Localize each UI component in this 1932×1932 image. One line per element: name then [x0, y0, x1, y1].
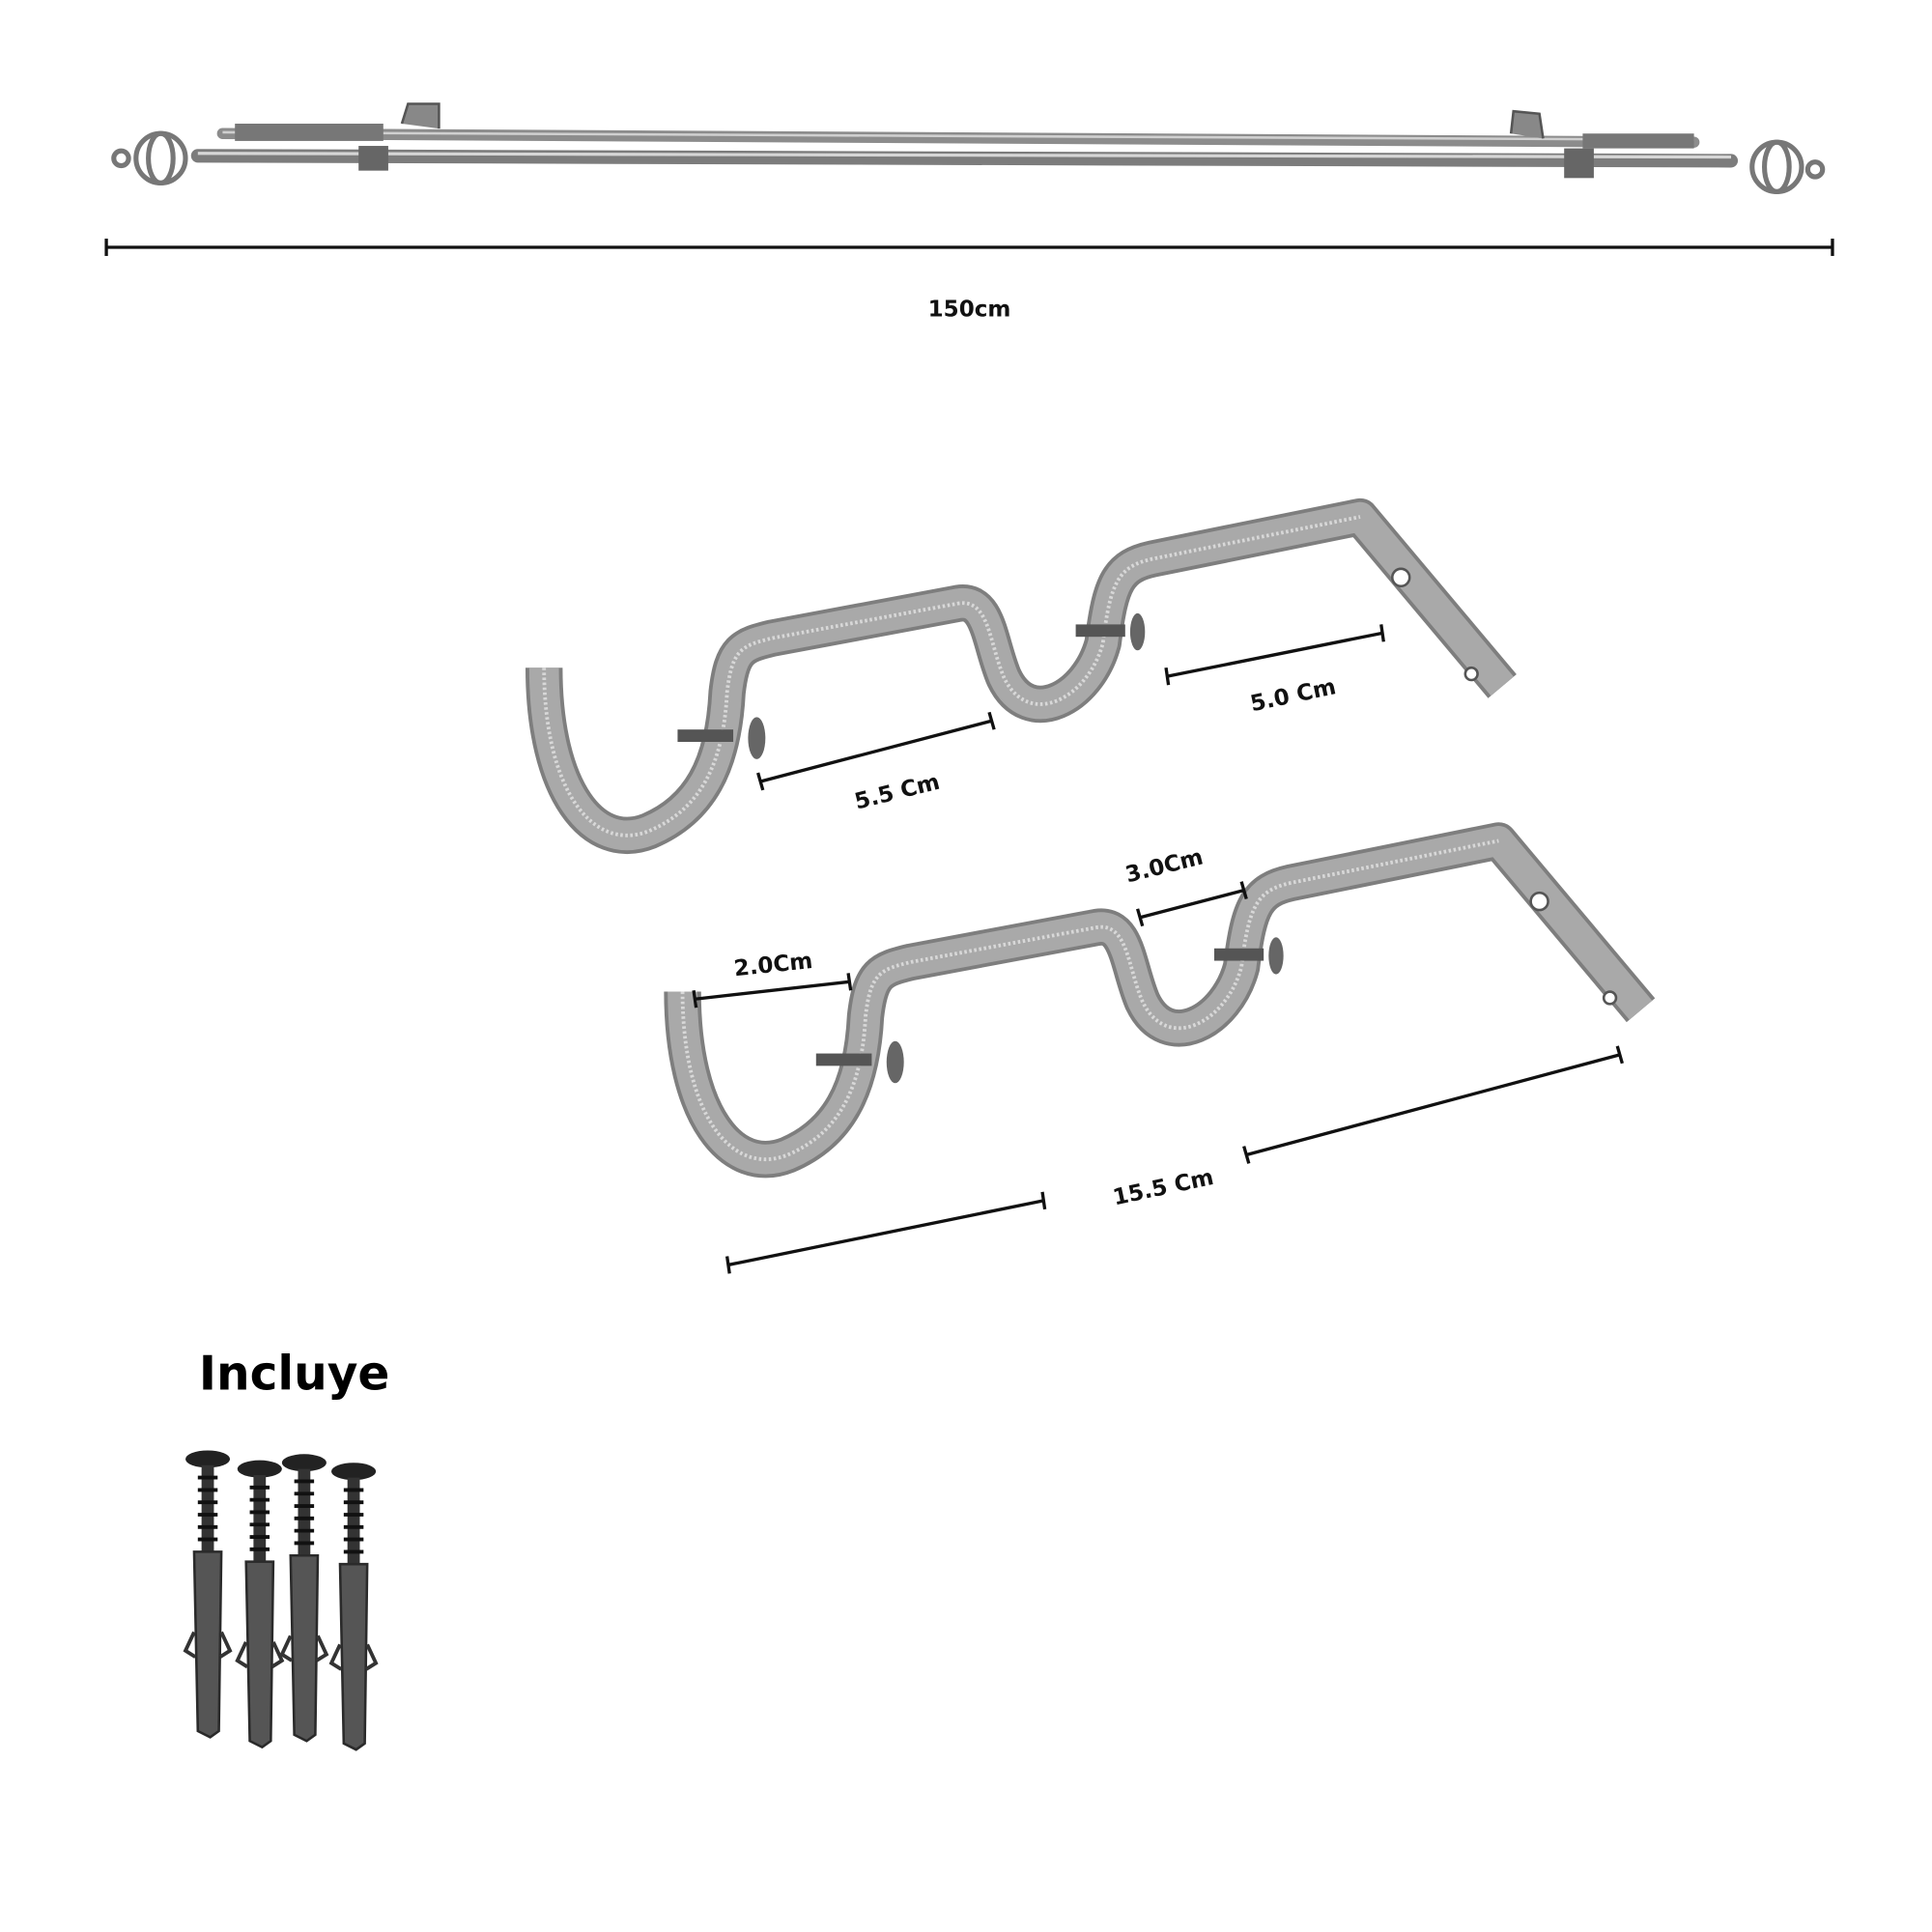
- dimension-label: 3.0Cm: [1123, 844, 1207, 888]
- double-bracket-top: 5.5 Cm 5.0 Cm: [525, 497, 1517, 854]
- set-screw-icon: [1075, 612, 1146, 651]
- dimension-5-5: 5.5 Cm: [756, 711, 996, 815]
- finial-left-icon: [111, 130, 188, 185]
- includes-title: Incluye: [199, 1348, 390, 1402]
- dimension-2-0: 2.0Cm: [692, 949, 853, 1009]
- rod-bracket-left: [400, 102, 440, 129]
- included-hardware: Incluye: [183, 1348, 390, 1752]
- mounting-hole: [1390, 567, 1411, 587]
- finial-right-icon: [1749, 139, 1826, 194]
- dimension-5-0: 5.0 Cm: [1164, 624, 1385, 717]
- rod-length-label: 150cm: [928, 298, 1011, 323]
- screw-anchor-icon: [183, 1450, 233, 1739]
- dimension-label: 5.0 Cm: [1248, 674, 1338, 717]
- set-screw-icon: [677, 717, 766, 759]
- mounting-hole: [1463, 666, 1479, 682]
- curtain-rod: [111, 102, 1826, 194]
- dimension-3-0: 3.0Cm: [1123, 844, 1248, 927]
- dimension-label: 2.0Cm: [733, 949, 814, 981]
- rod-bracket-right: [1509, 109, 1545, 139]
- rod-sleeve: [235, 124, 384, 141]
- double-bracket-bottom: 2.0Cm 3.0Cm 15.5 Cm: [683, 840, 1641, 1274]
- dimension-label: 5.5 Cm: [852, 770, 942, 815]
- rod-length-dimension: 150cm: [104, 239, 1834, 323]
- dimension-label: 15.5 Cm: [1111, 1165, 1216, 1210]
